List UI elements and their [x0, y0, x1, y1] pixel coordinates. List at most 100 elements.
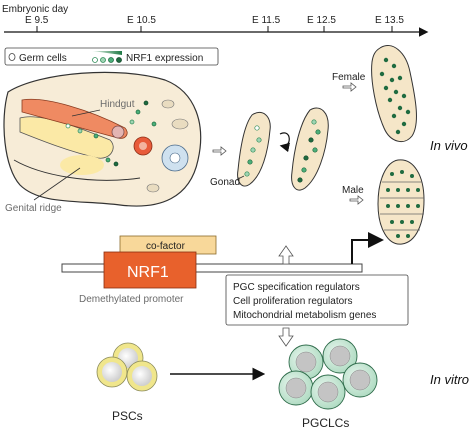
dna-strand: [61, 263, 363, 273]
germ-cell: [406, 188, 410, 192]
hindgut-pointer: [71, 109, 101, 117]
germ-cell-icon: [8, 53, 16, 61]
genital-ridge-pointer: [33, 167, 81, 201]
nrf1-mid-icon: [100, 57, 106, 63]
female-label: Female: [332, 72, 366, 83]
legend-nrf1-expression: NRF1 expression: [126, 53, 203, 64]
germ-cell: [308, 137, 314, 143]
in-vivo-label: In vivo: [430, 138, 468, 153]
germ-cell: [405, 109, 411, 115]
germ-cell: [397, 105, 403, 111]
transition-curved-arrow: [279, 132, 290, 153]
germ-cell: [129, 119, 135, 125]
legend-germ-cells: Germ cells: [19, 53, 67, 64]
pgclc-nucleus: [295, 351, 317, 373]
germ-cell: [312, 147, 318, 153]
somite: [161, 99, 175, 109]
gonad-label: Gonad: [210, 177, 240, 188]
arrow-to-male: [349, 195, 364, 205]
germ-cell: [391, 113, 397, 119]
cofactor-label: co-factor: [146, 241, 186, 252]
transcription-arrow: [351, 232, 384, 264]
gonad-e11-5: [237, 111, 271, 187]
germ-cell: [393, 89, 399, 95]
germ-cell: [397, 75, 403, 81]
tick-label: E 10.5: [127, 15, 156, 26]
nrf1-label: NRF1: [127, 264, 169, 281]
germ-cell: [250, 147, 256, 153]
arrow-to-gonad: [212, 146, 227, 156]
legend: Germ cells NRF1 expression: [4, 47, 219, 66]
up-hollow-arrow: [278, 245, 294, 265]
pgclc-nucleus: [329, 345, 351, 367]
testis-cords: [380, 181, 424, 231]
pgclc-nucleus: [285, 377, 307, 399]
gonad-shape: [291, 107, 329, 191]
female-gonad: [371, 45, 417, 143]
germ-cell: [390, 172, 394, 176]
germ-cell: [383, 57, 389, 63]
tick-label: E 13.5: [375, 15, 404, 26]
target-genes-box: [225, 274, 409, 326]
germ-cell: [401, 121, 407, 127]
germ-cell: [416, 204, 420, 208]
neural-tube-lumen: [169, 152, 181, 164]
nrf1-gradient-bar: [92, 51, 122, 55]
hindgut-label: Hindgut: [100, 99, 135, 110]
somite: [171, 118, 189, 130]
germ-cell: [396, 188, 400, 192]
male-gonad: [377, 159, 425, 245]
germ-cell: [386, 204, 390, 208]
aorta-inner: [139, 142, 147, 150]
gonad-e12-5: [291, 107, 329, 191]
germ-cell: [113, 161, 119, 167]
timeline-ticks: E 9.5 E 10.5 E 11.5 E 12.5 E 13.5: [25, 15, 404, 32]
germ-cell: [143, 100, 149, 106]
down-hollow-arrow: [278, 327, 294, 347]
germ-cell: [105, 157, 111, 163]
arrow-to-female: [342, 82, 357, 92]
germ-cell: [396, 234, 400, 238]
germ-cell: [297, 177, 303, 183]
germ-cell: [406, 204, 410, 208]
germ-cell: [315, 129, 321, 135]
promoter-block: [61, 232, 384, 347]
genital-ridge-label: Genital ridge: [5, 203, 62, 214]
germ-cell: [416, 188, 420, 192]
germ-cell: [387, 97, 393, 103]
target-gene-1: PGC specification regulators: [233, 282, 360, 293]
target-gene-2: Cell proliferation regulators: [233, 296, 353, 307]
germ-cell: [383, 85, 389, 91]
germ-cell: [379, 71, 385, 77]
germ-cell: [135, 109, 141, 115]
stage-arrows: [212, 82, 364, 205]
nrf1-high-icon: [108, 57, 114, 63]
hindgut-shape: [21, 98, 128, 139]
germ-cell: [410, 174, 414, 178]
pgclcs-cluster: [278, 338, 378, 410]
somite: [146, 183, 160, 193]
in-vitro-label: In vitro: [430, 372, 469, 387]
body-wall: [13, 159, 141, 181]
gonad-pointer: [235, 175, 245, 181]
nrf1-max-icon: [116, 57, 122, 63]
germ-cell: [301, 167, 307, 173]
tick-label: E 12.5: [307, 15, 336, 26]
germ-cell: [389, 77, 395, 83]
demethylated-promoter-label: Demethylated promoter: [79, 294, 184, 305]
genital-ridge-lower: [60, 155, 104, 175]
germ-cell: [400, 220, 404, 224]
germ-cell: [410, 220, 414, 224]
germ-cell: [391, 63, 397, 69]
germ-cell: [151, 121, 157, 127]
germ-cell: [396, 204, 400, 208]
psc-cell: [102, 362, 122, 382]
pscs-cluster: [96, 342, 158, 392]
male-label: Male: [342, 185, 364, 196]
notochord: [111, 125, 125, 139]
germ-cell: [77, 128, 83, 134]
germ-cell: [406, 234, 410, 238]
pscs-label: PSCs: [112, 409, 143, 423]
germ-cell: [65, 123, 71, 129]
